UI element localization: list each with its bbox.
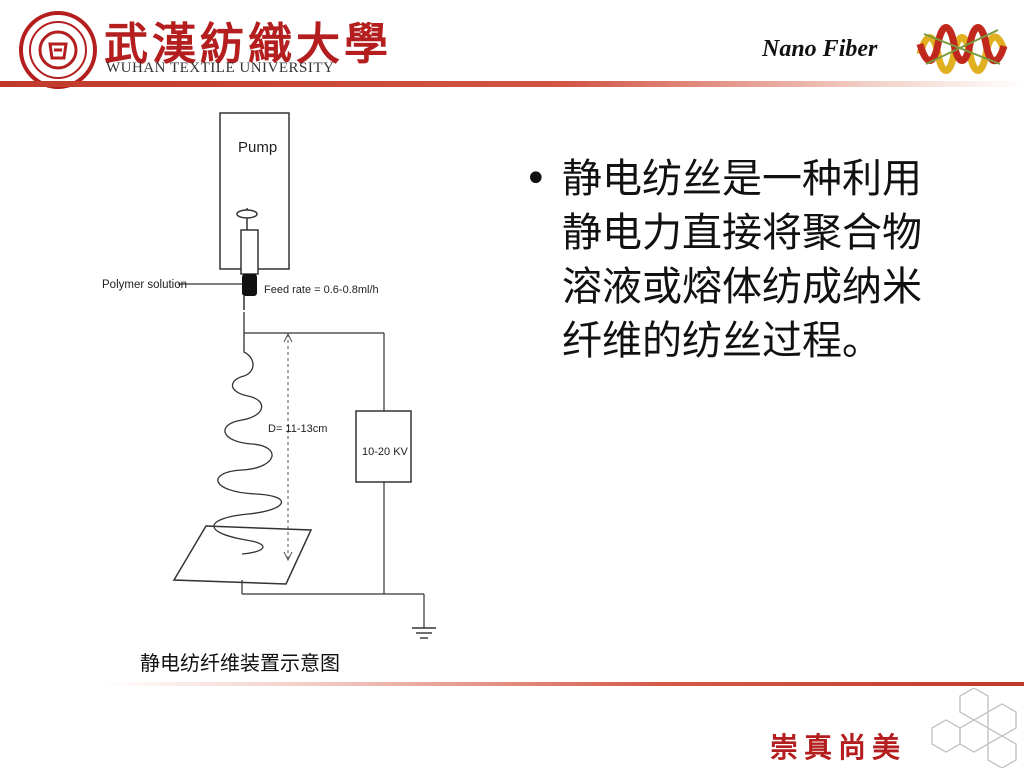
feed-rate-label: Feed rate = 0.6-0.8ml/h bbox=[264, 284, 379, 296]
collector-plate bbox=[172, 525, 313, 585]
polymer-jet-spiral bbox=[213, 312, 282, 555]
hexagon-pattern-icon bbox=[931, 688, 1017, 768]
pump-label: Pump bbox=[238, 139, 277, 156]
syringe-barrel bbox=[240, 229, 259, 275]
syringe-solution bbox=[242, 274, 257, 296]
voltage-label: 10-20 KV bbox=[362, 446, 409, 458]
university-seal-logo bbox=[19, 11, 97, 89]
university-name-en: WUHAN TEXTILE UNIVERSITY bbox=[106, 60, 335, 76]
distance-label: D= 11-13cm bbox=[268, 423, 327, 435]
bullet-icon: • bbox=[524, 156, 548, 202]
footer-divider-line bbox=[105, 682, 1024, 686]
diagram-caption: 静电纺纤维装置示意图 bbox=[140, 651, 340, 675]
header-divider-line bbox=[0, 81, 1024, 87]
bullet-text: 静电纺丝是一种利用静电力直接将聚合物溶液或熔体纺成纳米纤维的纺丝过程。 bbox=[562, 156, 922, 364]
electrospinning-setup-diagram: Pump Polymer solution Feed rate = 0.6-0.… bbox=[102, 112, 436, 639]
power-supply-box bbox=[355, 410, 412, 483]
ground-symbol bbox=[412, 627, 436, 639]
polymer-solution-label: Polymer solution bbox=[102, 279, 187, 291]
university-motto: 崇真尚美 bbox=[770, 731, 907, 764]
slide-header-title: Nano Fiber bbox=[762, 36, 878, 62]
syringe-plunger-head bbox=[236, 209, 258, 219]
nanofiber-helix-graphic bbox=[916, 24, 1008, 74]
university-name-cn: 武漢紡織大學 bbox=[104, 19, 392, 70]
